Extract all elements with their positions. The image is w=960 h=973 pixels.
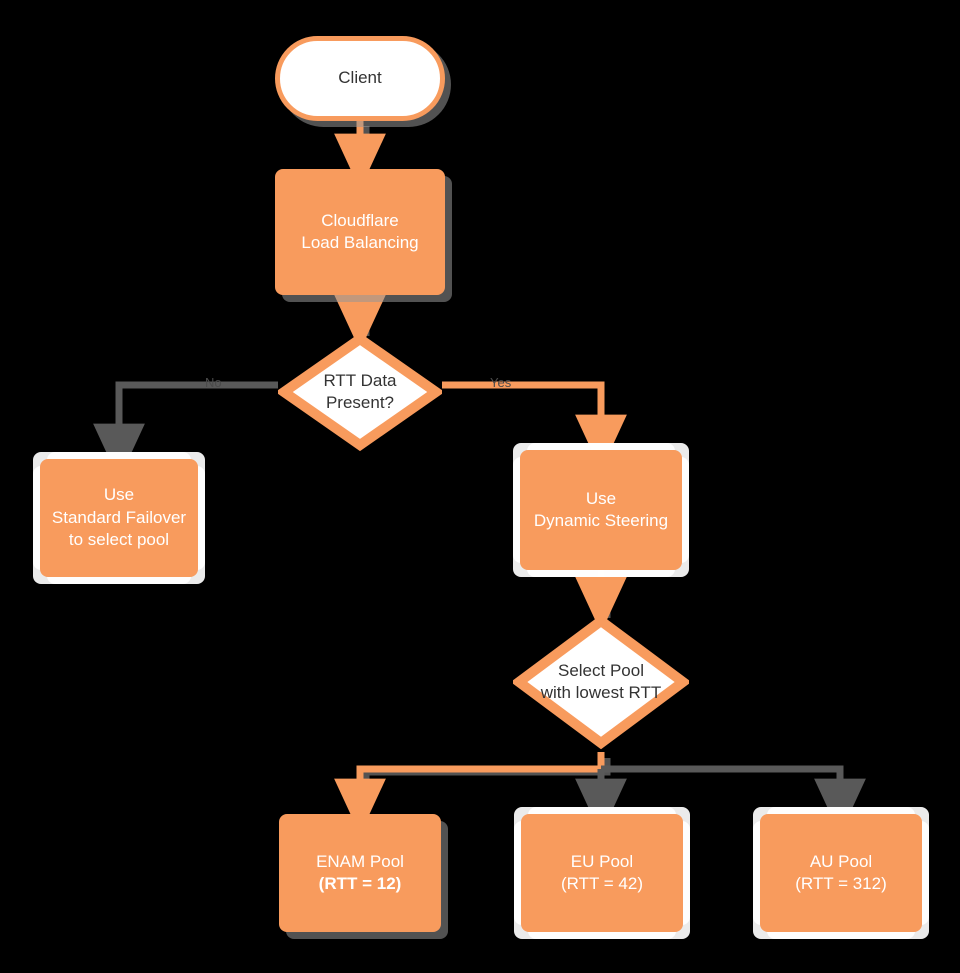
edge-rtt-yes-to-dynamic-steering bbox=[442, 381, 627, 471]
node-enam-pool[interactable]: ENAM Pool (RTT = 12) bbox=[279, 814, 441, 932]
node-select-pool-label-1: with lowest RTT bbox=[540, 683, 662, 702]
edge-label-yes: Yes bbox=[490, 375, 512, 390]
node-enam-pool-label-0: ENAM Pool bbox=[316, 851, 404, 871]
node-standard-failover[interactable]: Use Standard Failover to select pool bbox=[40, 459, 198, 577]
node-au-pool-label-0: AU Pool bbox=[809, 851, 873, 871]
edge-rtt-no-to-standard-failover bbox=[93, 381, 278, 480]
node-rtt-label-0: RTT Data bbox=[323, 370, 397, 390]
node-au-pool-rtt: (RTT = 312) bbox=[795, 874, 887, 893]
diamond-shape-select-pool bbox=[513, 612, 689, 752]
node-au-pool[interactable]: AU Pool (RTT = 312) bbox=[760, 814, 922, 932]
node-standard-failover-label-0: Use bbox=[103, 485, 135, 505]
node-clb-label-1: Load Balancing bbox=[301, 233, 419, 252]
node-rtt-data-present-decision[interactable]: RTT Data Present? bbox=[278, 330, 442, 454]
node-standard-failover-label-2: to select pool bbox=[68, 530, 170, 550]
node-select-pool-labels: Select Pool with lowest RTT bbox=[541, 660, 662, 705]
node-client-label-0: Client bbox=[338, 68, 382, 88]
node-cloudflare-load-balancing[interactable]: Cloudflare Load Balancing bbox=[275, 169, 445, 295]
node-eu-pool-label-0: EU Pool bbox=[570, 851, 634, 871]
node-client[interactable]: Client bbox=[275, 36, 445, 121]
edge-select-pool-to-au-pool bbox=[601, 765, 866, 835]
node-eu-pool[interactable]: EU Pool (RTT = 42) bbox=[521, 814, 683, 932]
node-eu-pool-rtt: (RTT = 42) bbox=[560, 874, 644, 893]
node-enam-pool-rtt: (RTT = 12) bbox=[318, 874, 402, 893]
node-rtt-label-1: Present? bbox=[325, 393, 395, 412]
node-dynamic-steering[interactable]: Use Dynamic Steering bbox=[520, 450, 682, 570]
node-select-pool-label-0: Select Pool bbox=[557, 660, 644, 680]
node-standard-failover-label-1: Standard Failover bbox=[51, 507, 187, 527]
edge-label-no: No bbox=[205, 375, 222, 390]
node-clb-label-0: Cloudflare bbox=[321, 210, 399, 230]
node-dynamic-steering-label-1: Dynamic Steering bbox=[533, 511, 669, 530]
node-dynamic-steering-label-0: Use bbox=[585, 488, 617, 508]
diamond-shape-rtt bbox=[278, 330, 442, 454]
node-select-pool-decision[interactable]: Select Pool with lowest RTT bbox=[513, 612, 689, 752]
node-rtt-decision-labels: RTT Data Present? bbox=[323, 370, 396, 415]
edge-select-pool-to-enam-pool bbox=[334, 752, 605, 835]
